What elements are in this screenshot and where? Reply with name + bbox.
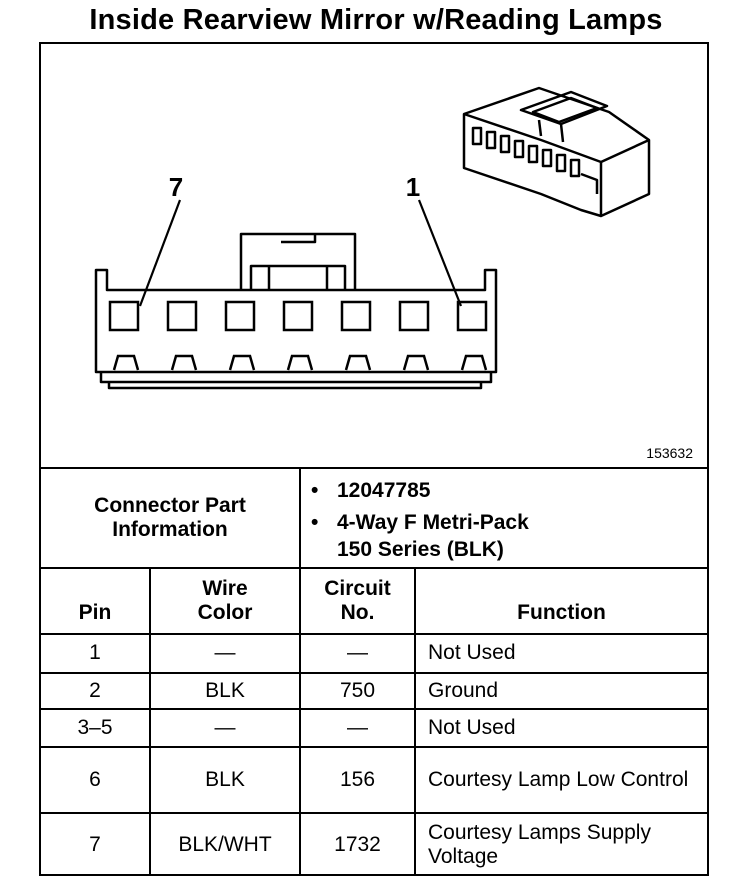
pin-7-leader <box>138 199 182 307</box>
divider <box>299 567 301 876</box>
cell-circuit: — <box>347 715 368 739</box>
divider <box>41 672 707 674</box>
divider <box>41 567 707 569</box>
cell-function: Ground <box>428 678 499 702</box>
connector-front-view <box>94 232 498 390</box>
cell-function: Courtesy Lamps Supply Voltage <box>428 820 651 868</box>
cell-wire-color: — <box>214 715 236 739</box>
pin-1-label: 1 <box>406 172 420 202</box>
divider <box>414 567 416 876</box>
connector-3d-icon <box>462 86 651 218</box>
divider <box>41 746 707 748</box>
header-circuit-no: Circuit No. <box>324 576 391 624</box>
divider <box>41 633 707 635</box>
cell-pin: 3–5 <box>77 715 113 739</box>
divider <box>149 567 151 876</box>
pin-1-leader <box>417 199 463 307</box>
cell-pin: 2 <box>89 678 101 702</box>
connector-info-bullets: •12047785 •4-Way F Metri-Pack 150 Series… <box>311 478 567 563</box>
header-function: Function <box>517 600 606 624</box>
cell-circuit: — <box>347 641 368 665</box>
divider <box>299 467 301 567</box>
header-wire-color: Wire Color <box>197 576 253 624</box>
cell-function: Not Used <box>428 641 516 665</box>
cell-wire-color: BLK <box>205 678 245 702</box>
cell-pin: 6 <box>89 767 101 791</box>
terminal-row <box>112 354 488 371</box>
bullet-item: •12047785 <box>311 479 431 502</box>
cell-function: Not Used <box>428 715 516 739</box>
cell-wire-color: BLK/WHT <box>178 832 272 856</box>
divider <box>41 467 707 469</box>
bullet-item: •4-Way F Metri-Pack 150 Series (BLK) <box>311 511 529 561</box>
pin-7-label: 7 <box>169 172 183 202</box>
divider <box>41 708 707 710</box>
connector-frame: 7 1 153632 Connector Part Information •1… <box>39 42 709 876</box>
header-pin: Pin <box>78 600 112 624</box>
cell-function: Courtesy Lamp Low Control <box>428 767 689 791</box>
cell-circuit: 156 <box>339 767 376 791</box>
cell-pin: 1 <box>89 641 101 665</box>
cell-wire-color: — <box>214 641 236 665</box>
cell-circuit: 1732 <box>334 832 381 856</box>
figure-id: 153632 <box>646 445 693 461</box>
cavity-row <box>108 300 488 332</box>
cell-wire-color: BLK <box>205 767 245 791</box>
connector-info-label: Connector Part Information <box>94 493 246 541</box>
cell-pin: 7 <box>89 832 101 856</box>
cell-circuit: 750 <box>339 678 376 702</box>
divider <box>41 812 707 814</box>
page-title: Inside Rearview Mirror w/Reading Lamps <box>89 4 663 36</box>
connector-diagram: 7 1 <box>94 86 651 390</box>
